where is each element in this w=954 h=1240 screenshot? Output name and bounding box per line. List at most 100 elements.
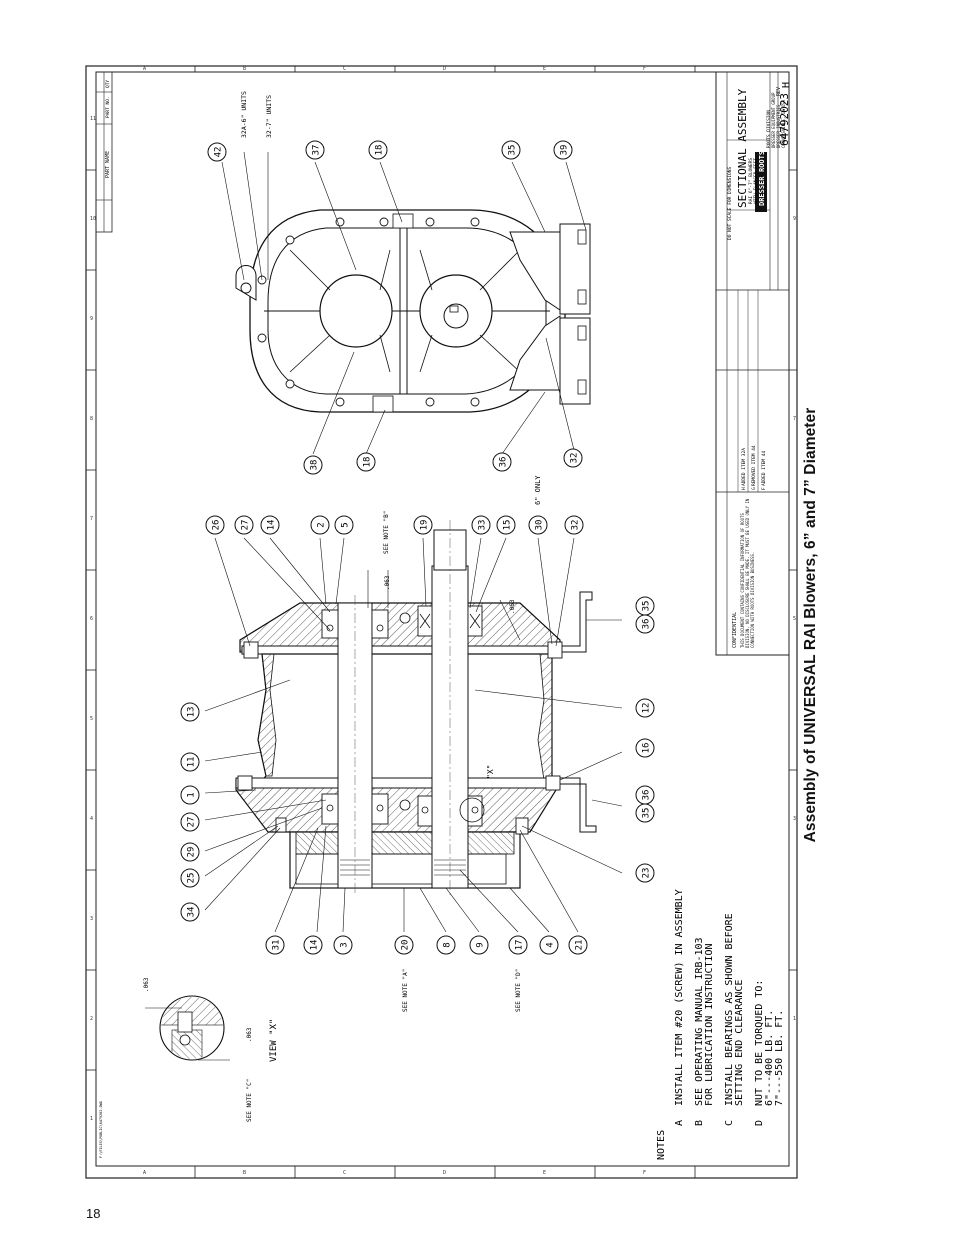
item-balloon: 8 (436, 935, 456, 955)
item-balloon-number: 23 (642, 868, 652, 879)
item-balloon: 36 (492, 452, 512, 472)
revision-h: ADDED ITEM 32A (741, 448, 747, 486)
svg-text:2: 2 (90, 1016, 93, 1022)
item-balloon-number: 8 (443, 942, 453, 947)
company-name: DRESSER INDUSTRIES (776, 104, 781, 148)
item-balloon: 34 (180, 902, 200, 922)
drawing-number: 64792023 (778, 93, 791, 146)
svg-text:A: A (143, 66, 146, 72)
item-balloon-number: 3 (340, 942, 350, 947)
revision-g-letter: G (751, 487, 757, 490)
item-balloon-number: 27 (241, 520, 251, 531)
svg-text:F: F (643, 1170, 646, 1176)
part-name-header: PART NAME (105, 151, 111, 178)
drawing-subtitle-2: WITH FLANGED FEET (753, 158, 759, 204)
item-balloon-number: 32 (570, 453, 580, 464)
item-balloon-number: 26 (212, 520, 222, 531)
note-b-text-1: SEE OPERATING MANUAL IRB-103 (694, 937, 705, 1106)
units-6-label: 32A-6" UNITS (240, 91, 248, 138)
qty-header: QTY (105, 80, 111, 88)
title-block: DRESSER ROOTS SECTIONAL ASSEMBLY RAI 6"-… (715, 71, 792, 656)
dim-063-side-2: .063 (509, 599, 516, 614)
item-balloon-number: 36 (642, 619, 652, 630)
item-balloon-number: 29 (187, 847, 197, 858)
svg-text:D: D (443, 1170, 446, 1176)
drawing-title: SECTIONAL ASSEMBLY (736, 88, 749, 208)
item-balloon: 18 (356, 452, 376, 472)
svg-text:6: 6 (90, 616, 93, 622)
item-balloon: 14 (260, 515, 280, 535)
item-balloon-number: 16 (642, 743, 652, 754)
item-balloon-number: 35 (508, 145, 518, 156)
company-logo (755, 152, 767, 212)
item-balloon: 20 (394, 935, 414, 955)
drawing-subtitle-1: RAI 6"-7" BLOWERS (748, 158, 754, 204)
item-balloon: 9 (469, 935, 489, 955)
item-balloon: 19 (413, 515, 433, 535)
note-c-key: C (724, 1120, 735, 1126)
svg-text:D: D (443, 66, 446, 72)
confidential-heading: CONFIDENTIAL (732, 612, 738, 648)
end-leaders (221, 151, 587, 455)
dim-063-view-x-1: .063 (246, 1027, 253, 1042)
svg-text:B: B (243, 66, 246, 72)
see-note-a-label: SEE NOTE "A" (402, 969, 409, 1012)
item-balloon-number: 38 (310, 460, 320, 471)
part-no-header: PART NO. (105, 96, 111, 118)
see-note-c-label: SEE NOTE "C" (246, 1079, 253, 1122)
item-balloon: 31 (265, 935, 285, 955)
file-note: F:\FILES\PUBLIC\6479202.DWG (99, 1101, 103, 1158)
item-balloon-number: 42 (214, 147, 224, 158)
item-balloon: 17 (508, 935, 528, 955)
item-balloon: 36 (635, 785, 655, 805)
item-balloon: 35 (501, 140, 521, 160)
item-balloon: 27 (180, 812, 200, 832)
view-x-detail (145, 995, 230, 1061)
svg-text:4: 4 (90, 816, 93, 822)
note-a-key: A (674, 1120, 685, 1126)
side-leaders (204, 537, 623, 933)
view-x-label: VIEW "X" (269, 1019, 279, 1062)
note-d-text-2: 6"---400 LB. FT. (764, 1010, 775, 1106)
item-balloon-number: 31 (272, 940, 282, 951)
item-balloon-number: 18 (363, 457, 373, 468)
revision-f: ADDED ITEM 44 (761, 450, 767, 486)
item-balloon: 26 (205, 515, 225, 535)
svg-text:5: 5 (90, 716, 93, 722)
dim-063-view-x-2: .063 (143, 977, 150, 992)
item-balloon: 14 (303, 935, 323, 955)
item-balloon: 3 (333, 935, 353, 955)
scale-note: DO NOT SCALE FOR DIMENSIONS (727, 167, 733, 240)
svg-text:A: A (143, 1170, 146, 1176)
item-balloon-number: 13 (187, 707, 197, 718)
item-balloon: 12 (635, 698, 655, 718)
svg-text:7: 7 (793, 416, 796, 422)
x-marker-label: "X" (486, 765, 495, 779)
item-balloon-number: 15 (503, 520, 513, 531)
item-balloon: 32 (564, 515, 584, 535)
item-balloon: 21 (568, 935, 588, 955)
logo-text-dresser: DRESSER (758, 176, 766, 206)
item-balloon: 33 (471, 515, 491, 535)
svg-text:8: 8 (90, 416, 93, 422)
page-number: 18 (86, 1206, 101, 1221)
item-balloon-number: 33 (478, 520, 488, 531)
item-balloon: 18 (368, 140, 388, 160)
item-balloon: 5 (334, 515, 354, 535)
six-only-label: 6" ONLY (534, 475, 542, 505)
side-section-view (235, 520, 597, 895)
item-balloon: 25 (180, 868, 200, 888)
svg-text:F: F (643, 66, 646, 72)
revision-h-letter: H (741, 487, 747, 490)
item-balloon: 2 (310, 515, 330, 535)
note-c-text-1: INSTALL BEARINGS AS SHOWN BEFORE (724, 913, 735, 1106)
item-balloon-number: 36 (499, 457, 509, 468)
item-balloon: 11 (180, 752, 200, 772)
svg-text:11: 11 (90, 116, 96, 122)
units-7-label: 32-7" UNITS (265, 95, 273, 138)
item-balloon: 32 (563, 448, 583, 468)
company-city: CONNERSVILLE, IN USA (781, 99, 786, 148)
svg-text:E: E (543, 1170, 546, 1176)
